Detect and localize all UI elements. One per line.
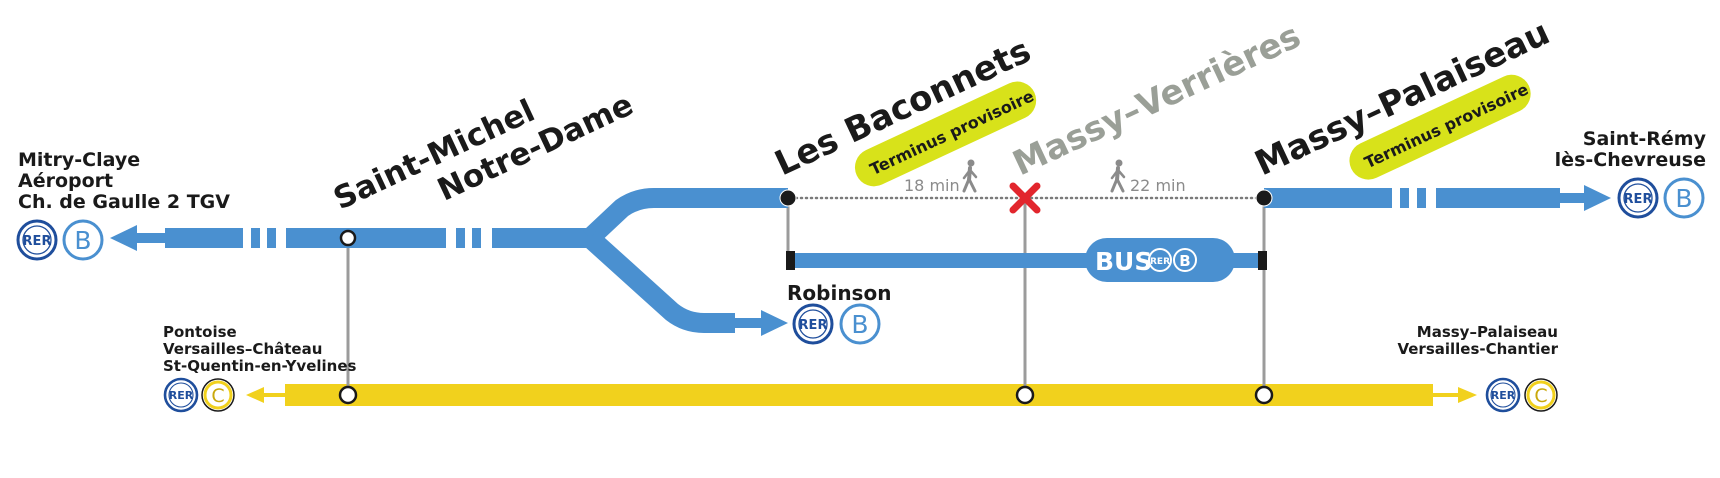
rer-b-trunk-dash-4 <box>472 228 481 248</box>
svg-text:RER: RER <box>1150 257 1170 267</box>
walk-time-left-label: 18 min <box>904 176 960 195</box>
walk-time-right: 22 min <box>1110 159 1186 195</box>
rer-logo-icon: RER <box>16 219 58 261</box>
terminus-west-c-line2: Versailles–Château <box>163 340 322 358</box>
rer-b-arrow-robinson <box>761 310 788 336</box>
bus-line-b-icon: B <box>1173 248 1197 272</box>
rer-b-east-seg-2 <box>1436 188 1560 208</box>
rer-b-trunk-dash-3 <box>456 228 465 248</box>
terminus-west-c-line1: Pontoise <box>163 323 237 341</box>
rer-b-trunk-seg-1 <box>165 228 243 248</box>
pedestrian-icon <box>1110 159 1126 193</box>
walk-time-right-label: 22 min <box>1130 176 1186 195</box>
station-label-saint-michel: Saint-Michel Notre-Dame <box>328 87 639 218</box>
svg-text:B: B <box>1675 184 1692 213</box>
rer-b-east-dash-2 <box>1417 188 1426 208</box>
terminus-west-b-line3: Ch. de Gaulle 2 TGV <box>18 191 230 213</box>
line-b-icon: B <box>839 303 881 345</box>
rer-logo-icon: RER <box>163 377 199 413</box>
rer-c-arrow-east <box>1458 387 1477 403</box>
terminus-east-b-line1: Saint-Rémy <box>1583 128 1707 150</box>
rer-logo-icon: RER <box>1617 177 1659 219</box>
svg-text:C: C <box>1534 385 1547 407</box>
terminus-east-c-line1: Massy–Palaiseau <box>1417 323 1558 341</box>
rer-b-arrow-shaft-west <box>135 233 165 243</box>
terminus-robinson-name: Robinson <box>787 281 891 305</box>
svg-text:B: B <box>1179 252 1190 270</box>
rer-b-arrow-shaft-east <box>1558 193 1584 203</box>
station-dot-massy-verrieres-c <box>1015 385 1035 405</box>
terminus-west-c: Pontoise Versailles–Château St-Quentin-e… <box>163 323 357 413</box>
replacement-bus: BUS RER B <box>786 238 1267 282</box>
rer-b-trunk-dash-2 <box>267 228 276 248</box>
svg-text:B: B <box>74 226 91 255</box>
line-b-icon: B <box>62 219 104 261</box>
bus-rer-icon: RER <box>1148 248 1172 272</box>
interchange-connectors <box>346 198 1266 394</box>
rer-b-arrow-east <box>1584 185 1611 211</box>
rer-b-trunk-seg-2 <box>286 228 446 248</box>
line-c-icon: C <box>201 378 235 412</box>
bus-label-pill <box>1085 238 1235 282</box>
terminus-west-c-line3: St-Quentin-en-Yvelines <box>163 357 357 375</box>
line-b-icon: B <box>1663 177 1705 219</box>
station-dot-massy-palaiseau-c <box>1254 385 1274 405</box>
walk-time-left: 18 min <box>904 159 978 195</box>
svg-text:RER: RER <box>1624 192 1653 207</box>
svg-text:RER: RER <box>799 318 828 333</box>
rer-b-east-seg-1 <box>1264 188 1392 208</box>
rer-logo-icon: RER <box>1485 377 1521 413</box>
bus-end-left <box>786 251 795 270</box>
rer-b-arrow-shaft-robinson <box>733 318 763 328</box>
bus-label: BUS <box>1095 247 1152 276</box>
terminus-east-c-line2: Versailles-Chantier <box>1397 340 1558 358</box>
terminus-west-b-line2: Aéroport <box>18 170 113 192</box>
rer-b-trunk-dash-1 <box>251 228 260 248</box>
svg-text:RER: RER <box>169 389 194 402</box>
pedestrian-icon <box>962 159 978 193</box>
rer-c-arrow-west <box>246 387 264 403</box>
station-dot-saint-michel-b <box>339 229 357 247</box>
svg-text:B: B <box>851 310 868 339</box>
rer-c-line <box>246 384 1477 406</box>
station-dot-saint-michel-c <box>338 385 358 405</box>
svg-text:RER: RER <box>23 234 52 249</box>
terminus-west-b: Mitry-Claye Aéroport Ch. de Gaulle 2 TGV… <box>16 149 230 261</box>
terminus-east-c: Massy–Palaiseau Versailles-Chantier RER … <box>1397 323 1559 413</box>
station-dot-massy-palaiseau-b <box>1255 189 1273 207</box>
bus-end-right <box>1258 251 1267 270</box>
line-c-icon: C <box>1524 378 1558 412</box>
rer-c-arrow-shaft-west <box>262 393 286 397</box>
terminus-robinson: Robinson RER B <box>787 281 891 345</box>
rer-b-arrow-west <box>110 225 137 251</box>
rer-c-track <box>285 384 1433 406</box>
svg-text:C: C <box>211 385 224 407</box>
cross-icon <box>1009 182 1041 214</box>
rer-b-east-dash-1 <box>1400 188 1409 208</box>
rer-b-branch-robinson <box>583 230 735 333</box>
rer-b-branch-upper <box>583 188 788 246</box>
terminus-west-b-line1: Mitry-Claye <box>18 149 140 171</box>
station-markers <box>338 189 1274 405</box>
rer-logo-icon: RER <box>792 303 834 345</box>
station-dot-baconnets <box>779 189 797 207</box>
terminus-east-b: Saint-Rémy lès-Chevreuse RER B <box>1555 128 1707 219</box>
rer-b-line <box>110 185 1611 336</box>
rer-b-trunk-seg-3 <box>492 228 592 248</box>
terminus-east-b-line2: lès-Chevreuse <box>1555 149 1706 171</box>
svg-text:RER: RER <box>1491 389 1516 402</box>
rer-c-arrow-shaft-east <box>1432 393 1458 397</box>
